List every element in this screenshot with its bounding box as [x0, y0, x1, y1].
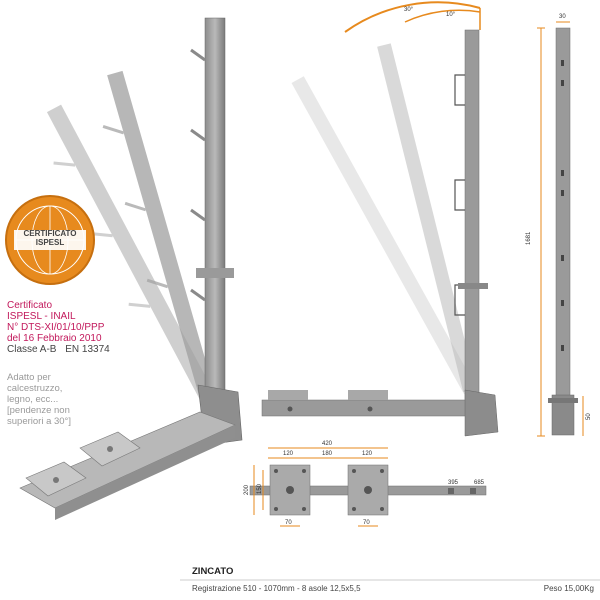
dim-plate-h: 200 — [244, 484, 250, 495]
side-main-post — [464, 29, 480, 416]
footer-registration: Registrazione 510 - 1070mm - 8 asole 12,… — [192, 584, 361, 593]
footer-weight: Peso 15,00Kg — [543, 584, 594, 593]
dim-foot2: 70 — [363, 520, 370, 526]
certification-badge — [5, 195, 95, 285]
certification-text: Certificato ISPESL - INAIL N° DTS-XI/01/… — [7, 300, 110, 355]
note-line-1: Adatto per — [7, 372, 51, 383]
dim-plate-inner: 150 — [257, 483, 263, 494]
cert-line-1: Certificato — [7, 300, 53, 311]
footer-finish: ZINCATO — [192, 566, 234, 577]
badge-line2: ISPESL — [35, 238, 65, 247]
render-3d — [19, 17, 243, 520]
badge-title: CERTIFICATO ISPESL — [14, 229, 86, 247]
cert-classe-row: Classe A-B EN 13374 — [7, 344, 110, 355]
plan-view: 420 120 180 120 200 150 70 — [244, 441, 487, 527]
cert-line-2: ISPESL - INAIL — [7, 311, 76, 322]
dim-total: 420 — [322, 441, 333, 447]
ghost-post-mid — [102, 70, 216, 401]
badge-line1: CERTIFICATO — [23, 229, 77, 238]
dim-base-height: 50 — [586, 413, 592, 420]
dim-rail-a: 395 — [448, 480, 459, 486]
ghost-post-far — [46, 104, 217, 404]
side-base-rail — [261, 399, 487, 417]
main-post — [190, 17, 234, 399]
cert-line-4: del 16 Febbraio 2010 — [7, 333, 102, 344]
angle-arc-outer — [344, 1, 481, 33]
usage-note: Adatto per calcestruzzo, legno, ecc... [… — [7, 372, 71, 427]
note-line-5: superiori a 30°] — [7, 416, 71, 427]
cert-norm: EN 13374 — [65, 344, 110, 355]
cert-line-3: N° DTS-XI/01/10/PPP — [7, 322, 105, 333]
angle-arc-inner — [404, 9, 481, 23]
dim-seg2: 180 — [322, 451, 333, 457]
dim-height: 1681 — [526, 231, 532, 245]
ghost-post-30 — [291, 76, 477, 395]
dim-top-width: 30 — [559, 14, 566, 20]
dim-seg3: 120 — [362, 451, 373, 457]
cert-classe: Classe A-B — [7, 344, 57, 355]
dim-foot1: 70 — [285, 520, 292, 526]
note-line-4: [pendenze non — [7, 405, 70, 416]
front-elevation: 30 1681 50 — [526, 14, 592, 437]
side-elevation: 30° 10° — [261, 1, 499, 437]
note-line-3: legno, ecc... — [7, 394, 59, 405]
dim-seg1: 120 — [283, 451, 294, 457]
note-line-2: calcestruzzo, — [7, 383, 63, 394]
ghost-post-10 — [377, 43, 477, 393]
angle-label-inner: 10° — [446, 12, 456, 18]
dim-rail-b: 685 — [474, 480, 485, 486]
angle-label-outer: 30° — [404, 7, 414, 13]
